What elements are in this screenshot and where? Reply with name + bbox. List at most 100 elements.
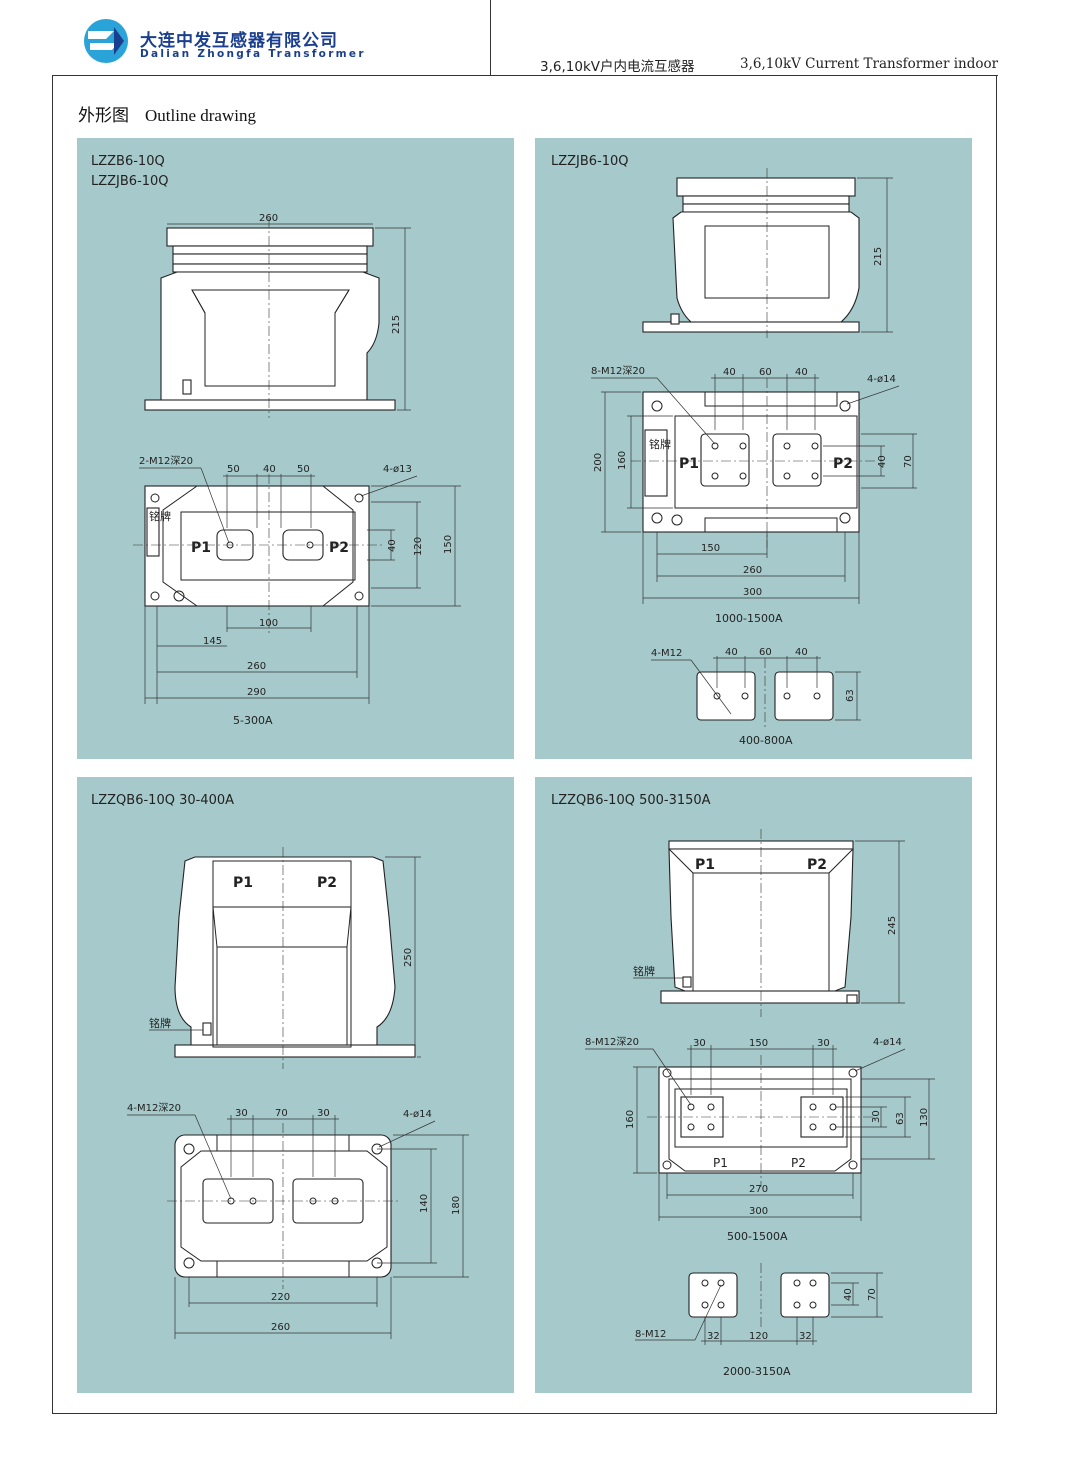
- dim-height: 215: [391, 315, 402, 334]
- dim-d1: 30: [693, 1038, 706, 1049]
- header-title-cn: 3,6,10kV户内电流互感器: [540, 59, 695, 75]
- dim-h200: 200: [593, 453, 604, 472]
- dim-height: 245: [887, 916, 898, 935]
- dim-w150: 150: [443, 535, 454, 554]
- front-view: P1 P2 铭牌 245: [633, 829, 905, 1017]
- dim-h40: 40: [877, 455, 888, 468]
- caption-current-range: 500-1500A: [727, 1230, 788, 1243]
- dim-w120: 120: [413, 537, 424, 556]
- nameplate-label: 铭牌: [633, 964, 655, 978]
- nameplate-label: 铭牌: [149, 1016, 171, 1030]
- callout-mount: 4-ø14: [867, 374, 896, 385]
- panel-lzzjb6: LZZJB6-10Q 215: [535, 138, 972, 759]
- nameplate-label: 铭牌: [649, 437, 671, 451]
- panel-title-line-2: LZZJB6-10Q: [91, 174, 169, 189]
- dim-s32b: 32: [799, 1331, 812, 1342]
- small-terminal-view: 40 70 8-M12 32 120 32: [635, 1263, 883, 1345]
- dim-d2: 70: [275, 1108, 288, 1119]
- dim-s2: 60: [759, 647, 772, 658]
- dim-d1: 50: [227, 464, 240, 475]
- company-name-en: Dalian Zhongfa Transformer: [140, 48, 366, 60]
- dim-h130: 130: [919, 1108, 930, 1127]
- dim-w220: 220: [271, 1292, 290, 1303]
- p1-label: P1: [191, 540, 211, 556]
- dim-height: 215: [873, 247, 884, 266]
- outline-drawing: 215 铭牌 P1 P2 8-M12深: [591, 168, 917, 730]
- callout-holes: 2-M12深20: [139, 455, 193, 467]
- callout-small: 8-M12: [635, 1329, 666, 1340]
- panel-title: LZZQB6-10Q 30-400A: [91, 791, 234, 811]
- dim-h63: 63: [895, 1112, 906, 1125]
- panel-title: LZZQB6-10Q 500-3150A: [551, 791, 711, 811]
- dim-h180: 180: [451, 1196, 462, 1215]
- dim-s1: 40: [725, 647, 738, 658]
- p2-label: P2: [833, 456, 853, 472]
- dim-w260: 260: [743, 565, 762, 576]
- plan-view: 4-M12深20 4-ø14 30 70 30 140 180: [127, 1102, 469, 1339]
- dim-h160: 160: [617, 451, 628, 470]
- front-view: P1 P2 铭牌 250: [149, 847, 421, 1069]
- dim-d3: 50: [297, 464, 310, 475]
- dim-d3: 30: [817, 1038, 830, 1049]
- dim-d1: 30: [235, 1108, 248, 1119]
- outline-drawing: 260 215 铭牌 P1 P2 2-M12深20: [133, 213, 461, 704]
- dim-d1: 40: [723, 367, 736, 378]
- callout-mount: 4-ø13: [383, 464, 412, 475]
- p2-label: P2: [317, 875, 337, 891]
- dim-height: 250: [403, 948, 414, 967]
- outline-drawing: P1 P2 铭牌 245: [585, 829, 935, 1345]
- panel-title-line-1: LZZJB6-10Q: [551, 154, 629, 169]
- dim-w270: 270: [749, 1184, 768, 1195]
- dim-d3: 30: [317, 1108, 330, 1119]
- plan-view: 铭牌 P1 P2 2-M12深20 4-ø13 50 40 50 40: [133, 455, 461, 704]
- dim-h160: 160: [625, 1110, 636, 1129]
- p1-label: P1: [679, 456, 699, 472]
- panel-lzzqb6-30-400a: LZZQB6-10Q 30-400A P1 P2 铭牌 250: [77, 777, 514, 1393]
- panel-lzzb6: LZZB6-10Q LZZJB6-10Q 260 215: [77, 138, 514, 759]
- dim-h30: 30: [871, 1110, 882, 1123]
- callout-mount: 4-ø14: [403, 1109, 432, 1120]
- front-view: 215: [642, 168, 893, 338]
- company-logo: [84, 19, 128, 63]
- dim-d2: 40: [263, 464, 276, 475]
- dim-s3: 40: [795, 647, 808, 658]
- callout-mount: 4-ø14: [873, 1037, 902, 1048]
- caption-small-range: 400-800A: [739, 734, 793, 747]
- nameplate-label: 铭牌: [149, 509, 171, 523]
- caption-small-range: 2000-3150A: [723, 1365, 791, 1378]
- header-title-en: 3,6,10kV Current Transformer indoor: [740, 56, 999, 72]
- section-title-en: Outline drawing: [145, 106, 256, 125]
- dim-w40: 40: [387, 539, 398, 552]
- dim-d145: 145: [203, 636, 222, 647]
- section-title-cn: 外形图: [78, 106, 129, 126]
- plan-view: 铭牌 P1 P2 8-M12深20 4-ø14 40 60 40 200: [591, 365, 917, 604]
- dim-d2: 60: [759, 367, 772, 378]
- panel-title-line-1: LZZQB6-10Q 30-400A: [91, 793, 235, 808]
- dim-w300: 300: [749, 1206, 768, 1217]
- dim-s32a: 32: [707, 1331, 720, 1342]
- dim-w260: 260: [271, 1322, 290, 1333]
- panel-title: LZZJB6-10Q: [551, 152, 629, 172]
- header-rule: [52, 75, 998, 76]
- callout-holes: 8-M12深20: [585, 1036, 639, 1048]
- dim-w300: 300: [743, 587, 762, 598]
- dim-s70: 70: [867, 1288, 878, 1301]
- outline-drawing: P1 P2 铭牌 250 4-M12深20: [127, 847, 469, 1339]
- dim-h140: 140: [419, 1194, 430, 1213]
- plan-view: P1 P2 8-M12深20 4-ø14 30 150 30 160 30: [585, 1036, 935, 1221]
- section-title: 外形图 Outline drawing: [78, 101, 256, 126]
- caption-current-range: 5-300A: [233, 714, 273, 727]
- p1-plan-label: P1: [713, 1156, 728, 1170]
- callout-small: 4-M12: [651, 648, 682, 659]
- front-view: 260 215: [144, 213, 411, 418]
- dim-d2: 150: [749, 1038, 768, 1049]
- p1-label: P1: [695, 857, 715, 873]
- small-terminal-view: 4-M12 40 60 40 63: [651, 647, 861, 730]
- page-frame: [52, 76, 997, 1414]
- p2-label: P2: [329, 540, 349, 556]
- panel-lzzqb6-500-3150a: LZZQB6-10Q 500-3150A P1 P2 铭牌 245: [535, 777, 972, 1393]
- dim-s63: 63: [845, 689, 856, 702]
- dim-d100: 100: [259, 618, 278, 629]
- dim-h70: 70: [903, 455, 914, 468]
- panel-title: LZZB6-10Q LZZJB6-10Q: [91, 152, 169, 192]
